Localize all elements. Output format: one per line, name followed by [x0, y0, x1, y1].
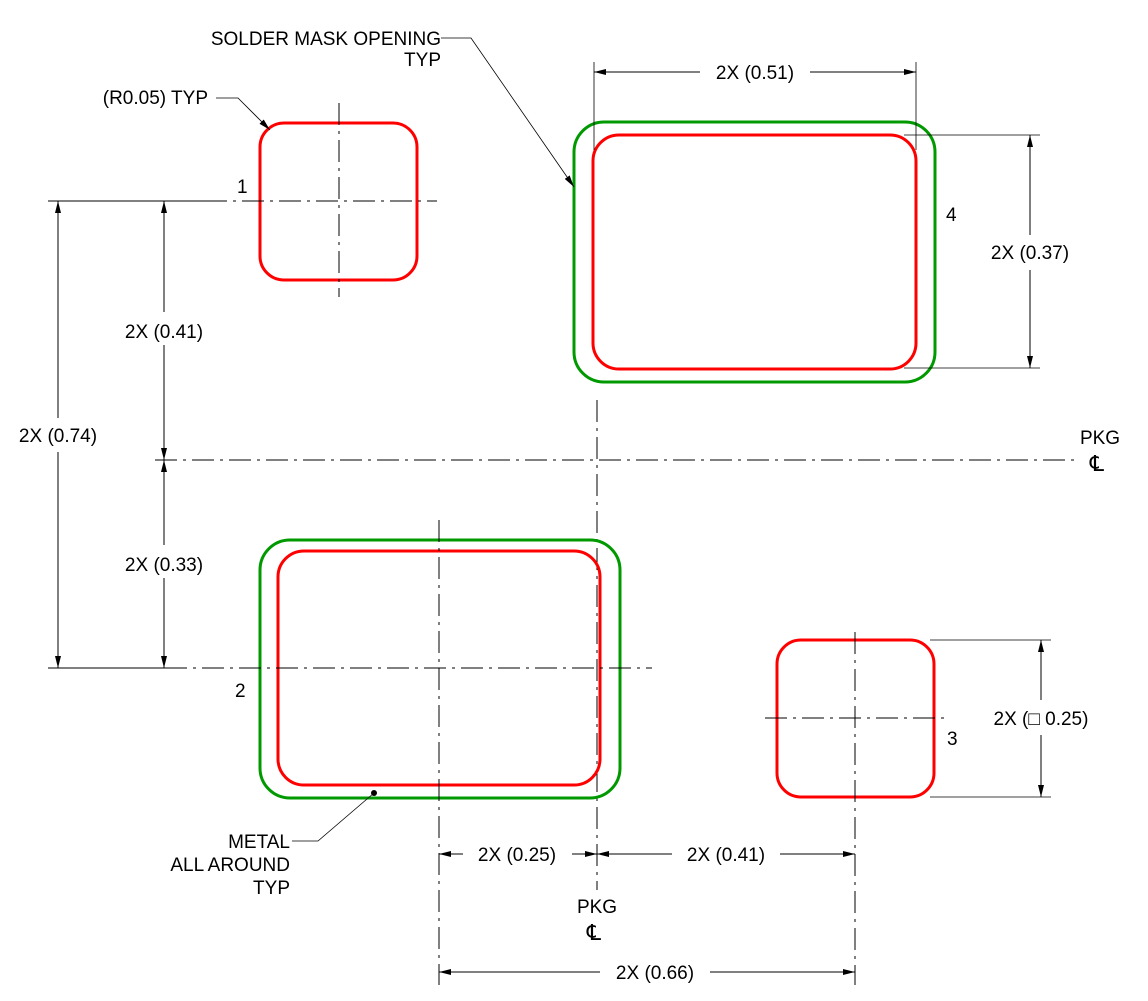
dim-pad1-to-pad2-label: 2X (0.74)	[19, 426, 97, 447]
pad-3: 3	[765, 632, 958, 985]
dim-center-to-pad2: 2X (0.33)	[125, 460, 203, 668]
pin-2-label: 2	[235, 681, 246, 702]
pkg-label-right: PKG	[1080, 428, 1120, 449]
note-metal-line3: TYP	[253, 878, 290, 899]
dim-pad1-to-pad2: 2X (0.74)	[19, 201, 97, 668]
note-corner-radius: (R0.05) TYP	[103, 88, 271, 131]
centerline-symbol-bottom: ℄	[586, 921, 602, 946]
pin-4-label: 4	[946, 205, 957, 226]
note-metal-line2: ALL AROUND	[170, 855, 290, 876]
dim-pad2-to-pad3-x: 2X (0.66)	[439, 963, 855, 984]
dim-pad1-to-center: 2X (0.41)	[125, 201, 203, 460]
dim-pad3-square-label: 2X (□ 0.25)	[994, 709, 1089, 730]
pkg-centerline-label-right: PKG ℄	[1080, 428, 1120, 477]
note-solder-mask-line2: TYP	[404, 50, 441, 71]
metal-leader-dot	[371, 790, 377, 796]
note-solder-mask-line1: SOLDER MASK OPENING	[211, 29, 441, 50]
dim-center-to-pad3-x-label: 2X (0.41)	[687, 845, 765, 866]
pad-4-solder-mask	[572, 120, 937, 384]
dim-pad4-width: 2X (0.51)	[593, 62, 917, 150]
pad-2-solder-mask	[258, 538, 622, 800]
dim-pad2-to-pad3-x-label: 2X (0.66)	[616, 963, 694, 984]
dim-pad3-square: 2X (□ 0.25)	[930, 639, 1089, 798]
pkg-label-bottom: PKG	[577, 897, 617, 918]
dim-center-to-pad2-label: 2X (0.33)	[125, 555, 203, 576]
dim-pad2-to-center-x-label: 2X (0.25)	[478, 845, 556, 866]
pin-1-label: 1	[237, 177, 248, 198]
note-radius-label: (R0.05) TYP	[103, 88, 208, 109]
note-solder-mask-opening: SOLDER MASK OPENING TYP	[211, 29, 575, 188]
dim-pad4-width-label: 2X (0.51)	[716, 63, 794, 84]
pad-2: 2	[165, 520, 652, 985]
pin-3-label: 3	[947, 729, 958, 750]
pad-1: 1	[205, 103, 437, 297]
dim-pad2-to-center-x: 2X (0.25)	[439, 845, 597, 866]
pkg-centerline-label-bottom: PKG ℄	[577, 897, 617, 946]
dim-left-extension-lines	[48, 200, 205, 669]
pad-4-metal	[591, 133, 918, 371]
dim-center-to-pad3-x: 2X (0.41)	[597, 845, 855, 866]
dim-pad1-to-center-label: 2X (0.41)	[125, 322, 203, 343]
dim-pad4-height-label: 2X (0.37)	[991, 243, 1069, 264]
note-metal-line1: METAL	[228, 832, 290, 853]
centerline-symbol-right: ℄	[1089, 452, 1105, 477]
pad-4: 4	[572, 120, 957, 384]
note-metal-all-around: METAL ALL AROUND TYP	[170, 790, 377, 899]
dim-pad4-height: 2X (0.37)	[904, 134, 1069, 369]
